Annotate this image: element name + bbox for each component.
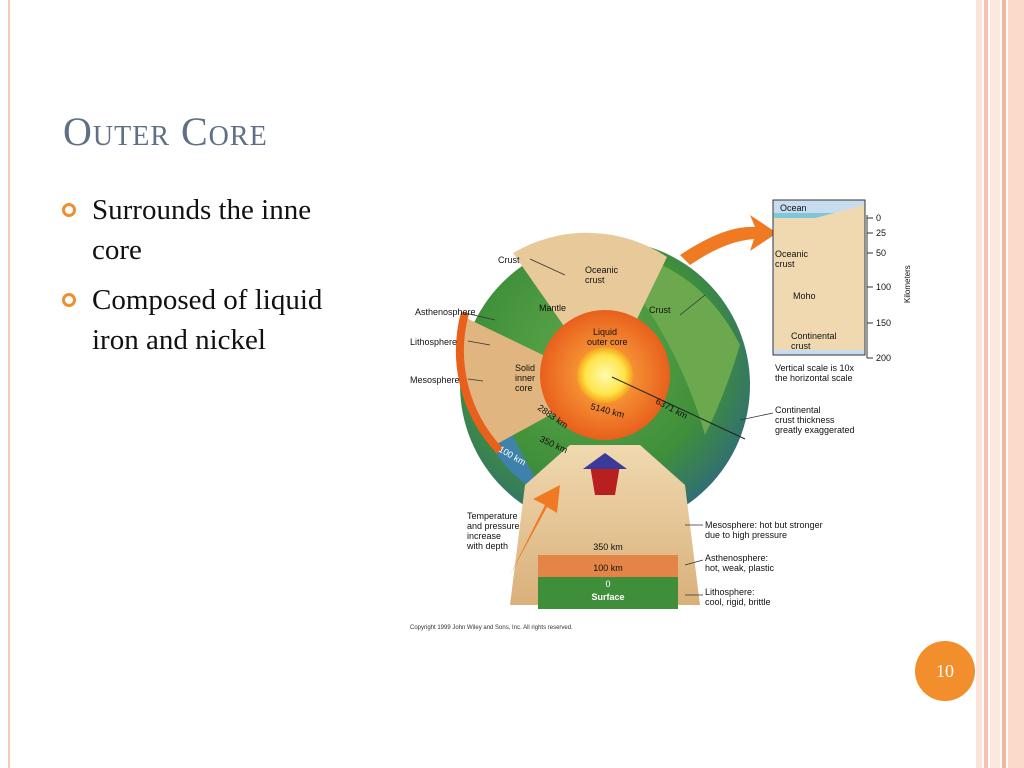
wedge-asthenosphere-band <box>538 555 678 577</box>
label-crust-right: Crust <box>649 305 671 315</box>
circle-bullet-icon <box>62 203 76 217</box>
right-decorative-border <box>976 0 1024 768</box>
land-area <box>635 255 740 435</box>
label-crust: Crust <box>498 255 520 265</box>
leader-lines <box>464 258 774 596</box>
inset-label-moho: Moho <box>793 291 816 301</box>
note-lithosphere: Lithosphere:cool, rigid, brittle <box>705 587 771 607</box>
inset-tick-0: 0 <box>876 213 881 223</box>
depth-arrow <box>510 485 560 575</box>
wedge-label-100-km: 100 km <box>593 563 623 573</box>
asthenosphere-band <box>455 311 503 454</box>
label-mantle: Mantle <box>539 303 566 313</box>
bullet-list: Surrounds the inne core Composed of liqu… <box>62 190 402 370</box>
bullet-line: Composed of liquid <box>92 284 323 316</box>
page-number-badge: 10 <box>915 641 975 701</box>
label-lithosphere: Lithosphere <box>410 337 457 347</box>
wedge-surface-band <box>538 577 678 609</box>
inset-tick-150: 150 <box>876 318 891 328</box>
label-asthenosphere: Asthenosphere <box>415 307 476 317</box>
radius-line <box>611 376 746 440</box>
inset-ocean-layer <box>774 213 864 218</box>
inset-arrow <box>680 215 777 265</box>
note-asthenosphere: Asthenosphere:hot, weak, plastic <box>705 553 775 573</box>
slide-title: Outer Core <box>63 109 268 154</box>
label-mesosphere: Mesosphere <box>410 375 460 385</box>
bullet-line: core <box>92 234 142 266</box>
bullet-line: iron and nickel <box>92 324 266 356</box>
left-border-rule <box>8 0 10 768</box>
inset-tick-25: 25 <box>876 228 886 238</box>
wedge-label-zero: 0 <box>605 579 610 589</box>
inset-crust-layer <box>774 205 864 350</box>
wedge-label-surface: Surface <box>591 592 624 602</box>
copyright-text: Copyright 1999 John Wiley and Sons, Inc.… <box>410 625 573 631</box>
inset-tick-200: 200 <box>876 353 891 363</box>
inset-axis-label: Kilometers <box>903 265 912 303</box>
bullet-item: Surrounds the inne core <box>62 190 402 270</box>
inset-tick-100: 100 <box>876 282 891 292</box>
mantle-cutaway-top <box>513 232 667 385</box>
bullet-item: Composed of liquid iron and nickel <box>62 280 402 360</box>
inner-core <box>577 347 633 403</box>
bullet-line: Surrounds the inne <box>92 194 312 226</box>
inset-label-ocean: Ocean <box>780 203 807 213</box>
circle-bullet-icon <box>62 293 76 307</box>
wedge-label-350-km: 350 km <box>593 542 623 552</box>
inset-axis <box>866 215 873 359</box>
heat-arrow <box>590 465 620 495</box>
heat-arrow-head <box>583 453 627 469</box>
inset-tick-50: 50 <box>876 248 886 258</box>
mantle-cutaway-left <box>456 315 605 445</box>
